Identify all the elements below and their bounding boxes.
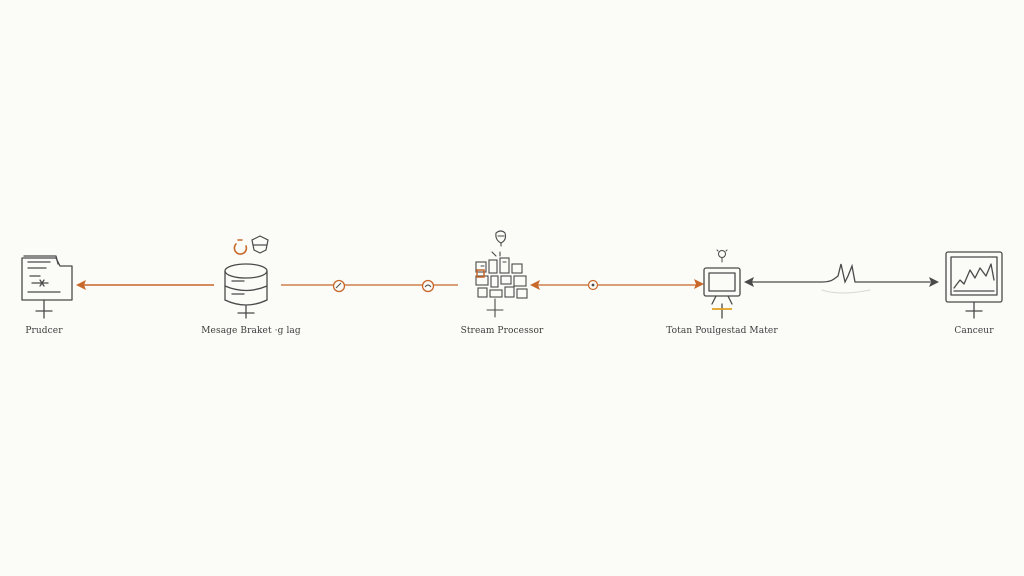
processor-highlight-mark — [476, 269, 485, 278]
consumer-label: Canceur — [954, 326, 994, 336]
connector-processor-materializer — [530, 279, 704, 291]
shield-icon — [251, 235, 269, 254]
chart-monitor-icon — [945, 251, 1003, 319]
processor-label: Stream Processor — [460, 326, 544, 336]
producer-label: Prudcer — [25, 326, 63, 336]
broker-label: Mesage Braket ·g lag — [201, 326, 301, 336]
materializer-label: Totan Poulgestad Mater — [666, 326, 778, 336]
processor-grid-icon — [475, 251, 528, 318]
connector-materializer-consumer — [744, 263, 939, 294]
sync-icon — [233, 239, 248, 255]
file-folder-icon — [21, 255, 73, 319]
arrow-producer-broker — [76, 280, 214, 290]
bug-icon — [495, 230, 507, 247]
monitor-icon — [703, 267, 741, 319]
lightbulb-icon — [716, 249, 728, 263]
connector-broker-processor — [281, 279, 458, 293]
database-icon — [224, 263, 268, 319]
